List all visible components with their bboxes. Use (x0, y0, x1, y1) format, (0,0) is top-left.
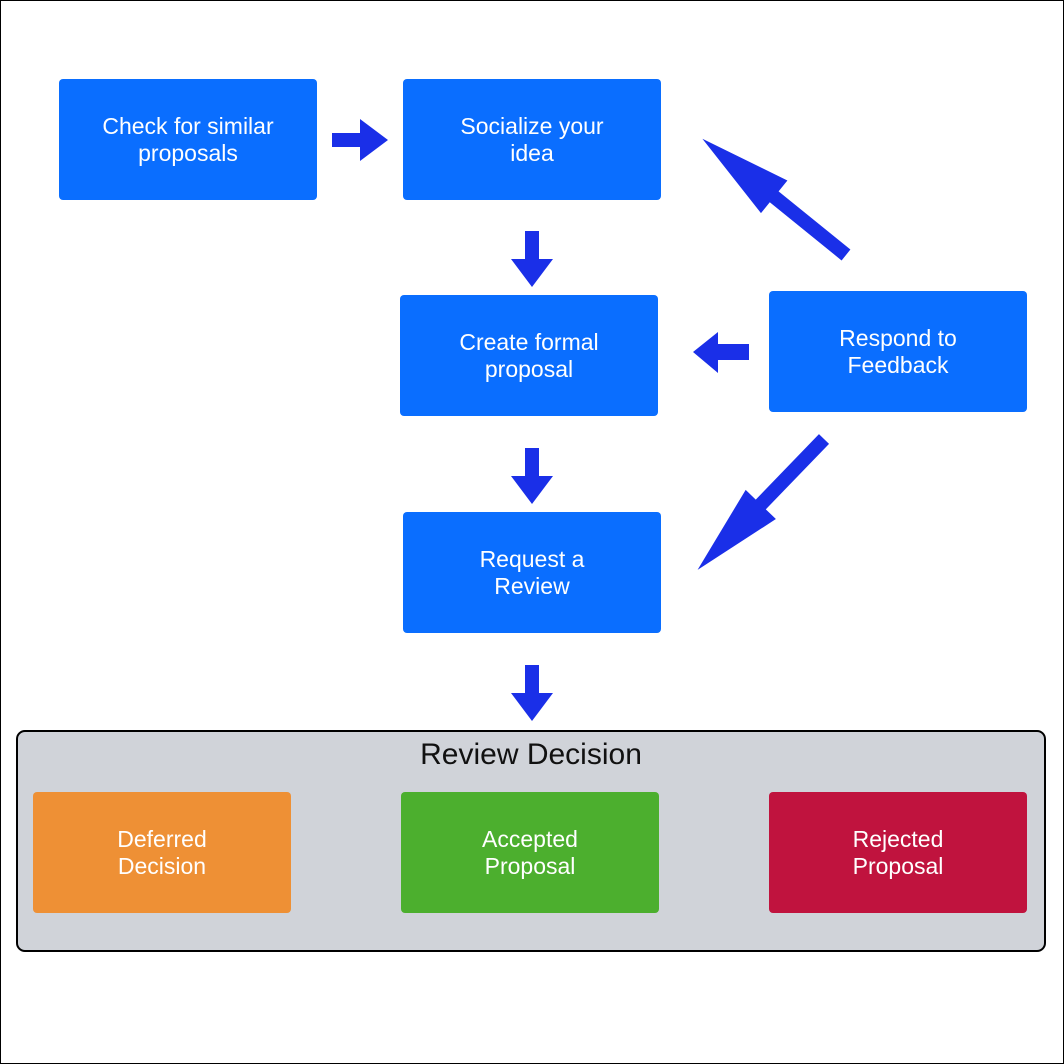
review-decision-title: Review Decision (420, 738, 642, 771)
arrow-socialize-to-create (511, 231, 553, 287)
arrow-respond-to-create (693, 332, 749, 373)
arrow-respond-to-socialize (689, 122, 860, 272)
respond-to-feedback-box: Respond to Feedback (769, 291, 1027, 412)
arrow-request-to-decision (511, 665, 553, 721)
arrow-check-to-socialize (332, 119, 388, 161)
rejected-proposal-box: Rejected Proposal (769, 792, 1027, 913)
create-formal-proposal-box: Create formal proposal (400, 295, 658, 416)
arrow-create-to-request (511, 448, 553, 504)
accepted-proposal-box: Accepted Proposal (401, 792, 659, 913)
request-review-box: Request a Review (403, 512, 661, 633)
check-similar-proposals-box: Check for similar proposals (59, 79, 317, 200)
arrow-respond-to-request (682, 424, 840, 585)
deferred-decision-box: Deferred Decision (33, 792, 291, 913)
socialize-idea-box: Socialize your idea (403, 79, 661, 200)
